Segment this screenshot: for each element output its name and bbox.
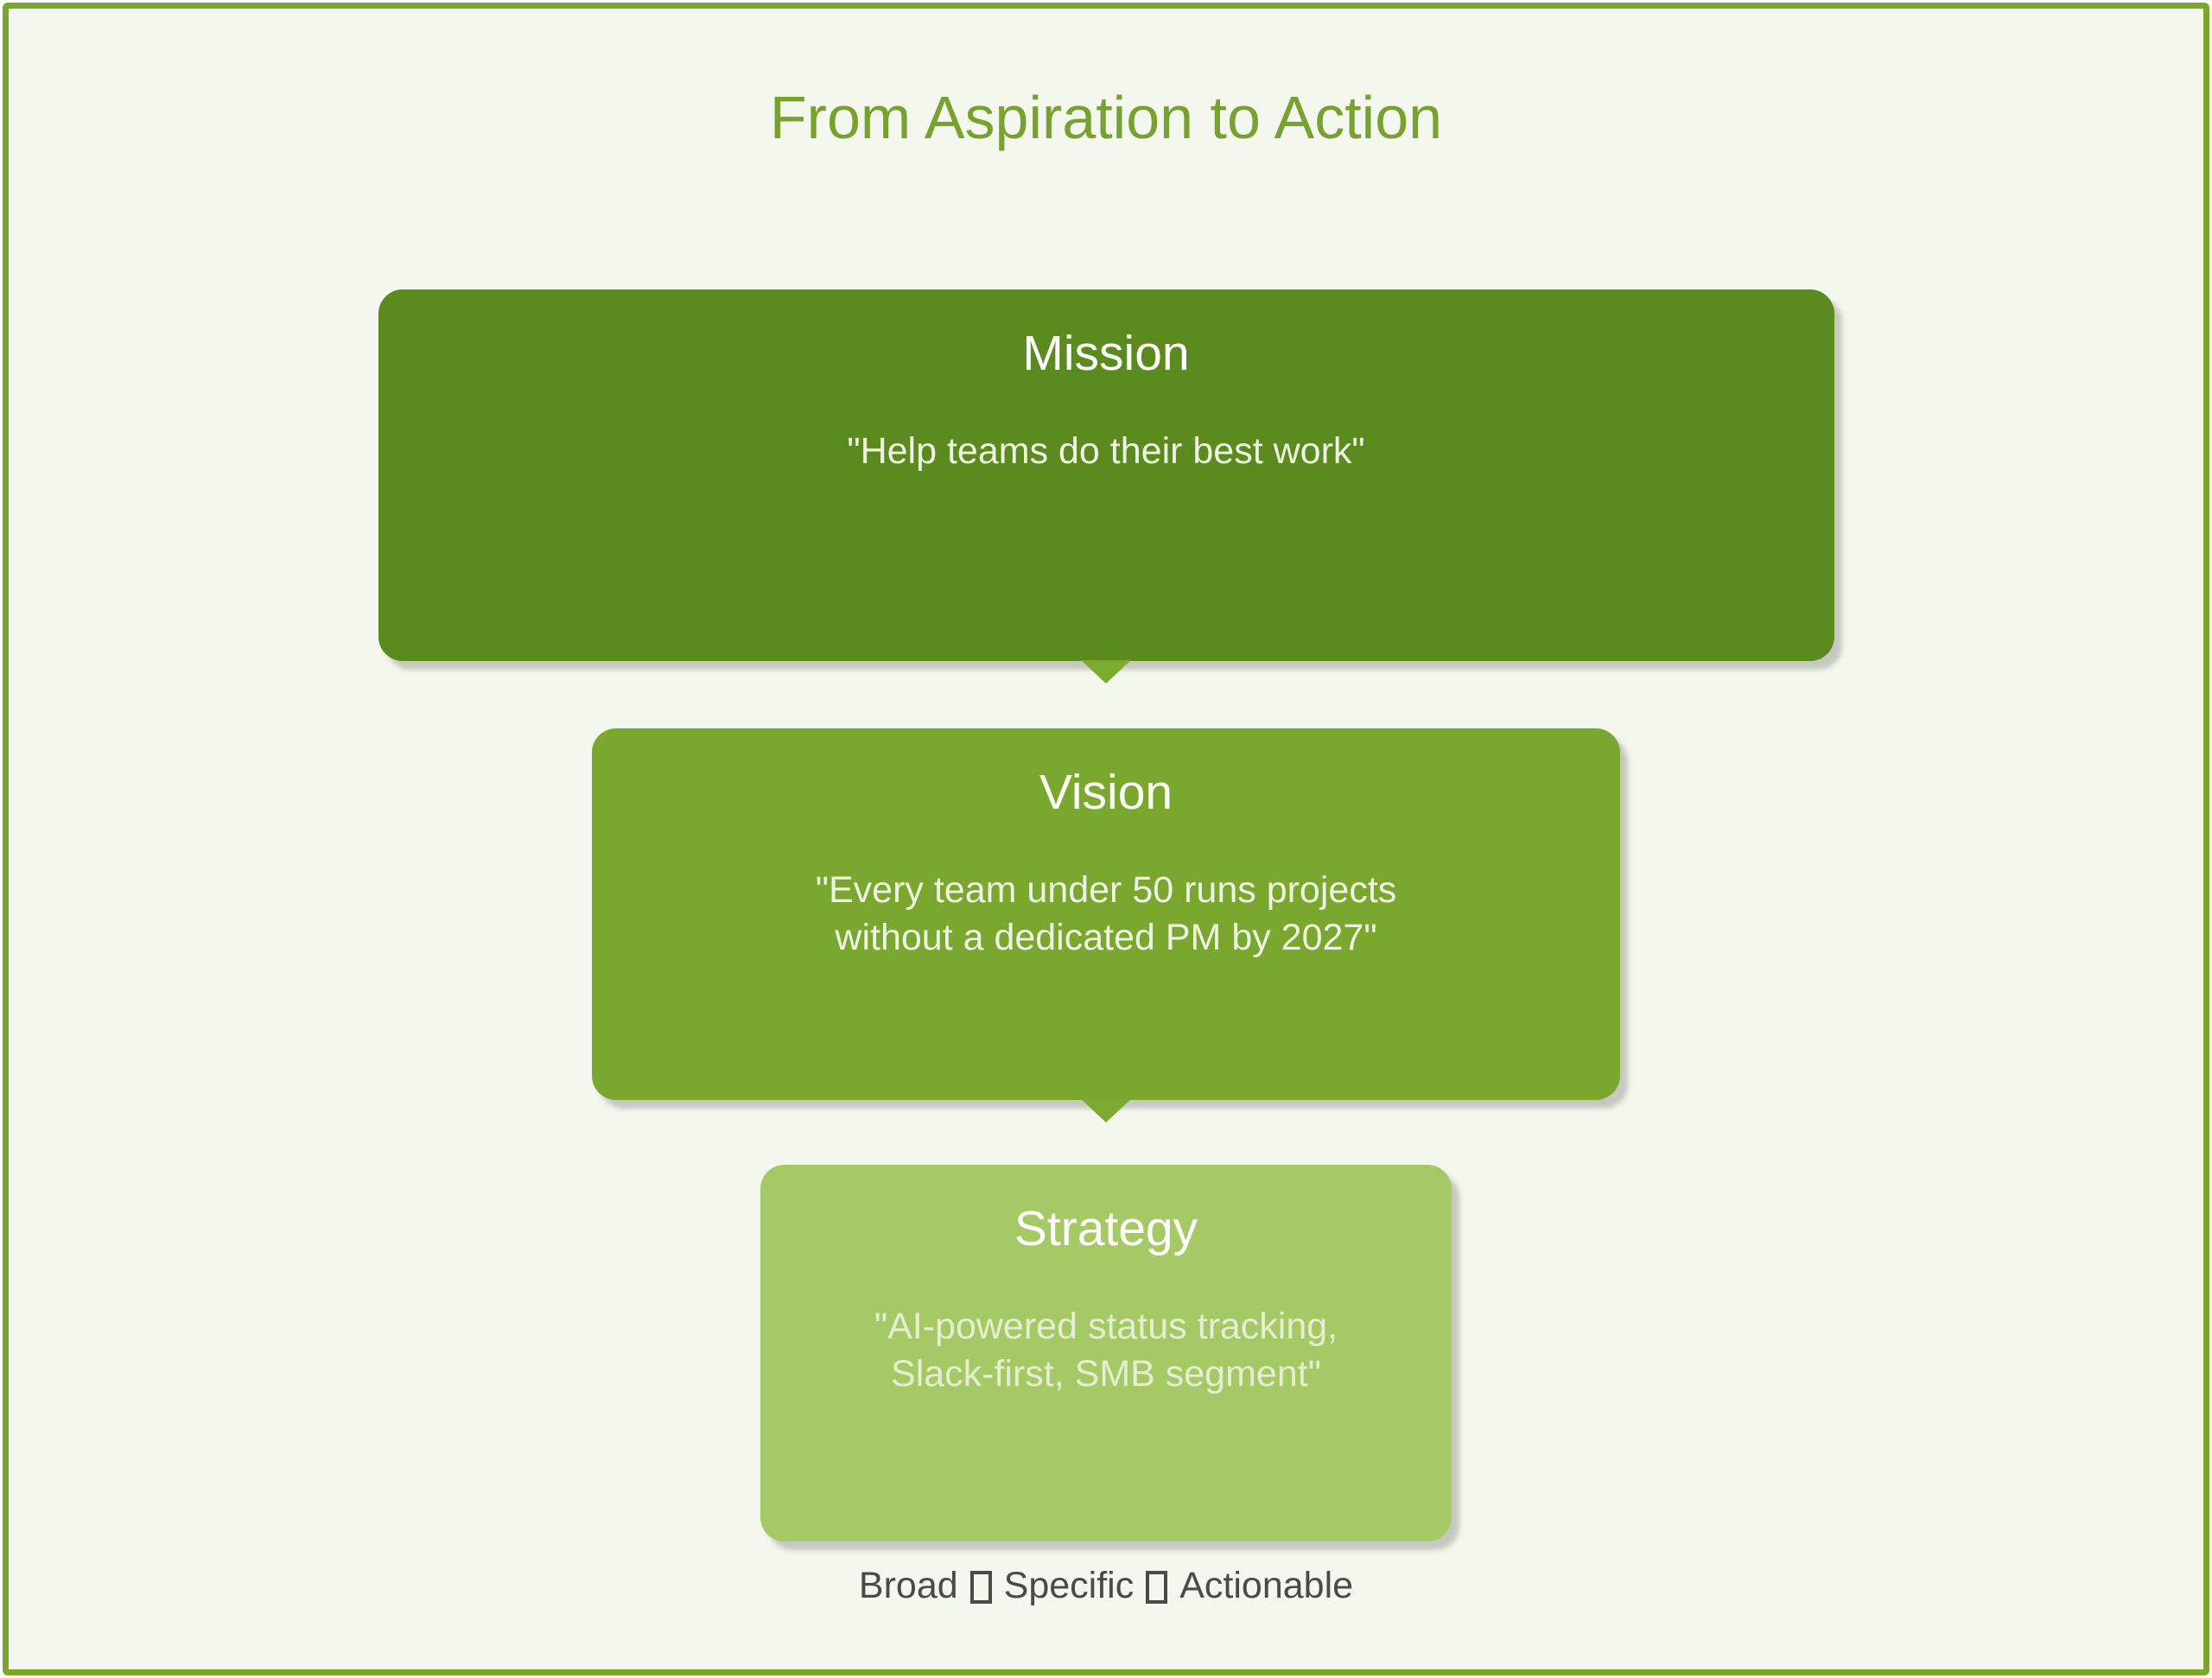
vision-quote-line: without a dedicated PM by 2027"	[835, 917, 1377, 959]
caption-segment: Actionable	[1179, 1565, 1354, 1606]
missing-glyph-icon	[969, 1570, 992, 1604]
vision-box: Vision "Every team under 50 runs project…	[592, 728, 1620, 1122]
vision-quote-line: "Every team under 50 runs projects	[815, 868, 1397, 911]
mission-quote: "Help teams do their best work"	[378, 428, 1834, 476]
mission-box: Mission "Help teams do their best work"	[378, 289, 1834, 683]
down-arrow-icon	[1081, 1099, 1131, 1122]
strategy-quote-line: "AI-powered status tracking,	[874, 1305, 1338, 1347]
page-title: From Aspiration to Action	[769, 84, 1443, 151]
caption-segment: Broad	[858, 1565, 958, 1606]
strategy-quote-line: Slack-first, SMB segment"	[891, 1353, 1321, 1395]
missing-glyph-icon	[1146, 1570, 1168, 1604]
vision-label: Vision	[1039, 765, 1173, 820]
mission-quote-line: "Help teams do their best work"	[847, 429, 1365, 472]
strategy-box: Strategy "AI-powered status tracking, Sl…	[760, 1165, 1452, 1541]
diagram-canvas: From Aspiration to Action Mission "Help …	[3, 3, 2209, 1675]
strategy-label: Strategy	[1014, 1201, 1198, 1256]
caption-segment: Specific	[1003, 1565, 1135, 1606]
strategy-quote: "AI-powered status tracking, Slack-first…	[760, 1303, 1452, 1400]
caption: Broad Specific Actionable	[859, 1564, 1353, 1609]
mission-label: Mission	[1022, 326, 1190, 381]
vision-quote: "Every team under 50 runs projects witho…	[592, 867, 1620, 963]
down-arrow-icon	[1081, 660, 1131, 683]
